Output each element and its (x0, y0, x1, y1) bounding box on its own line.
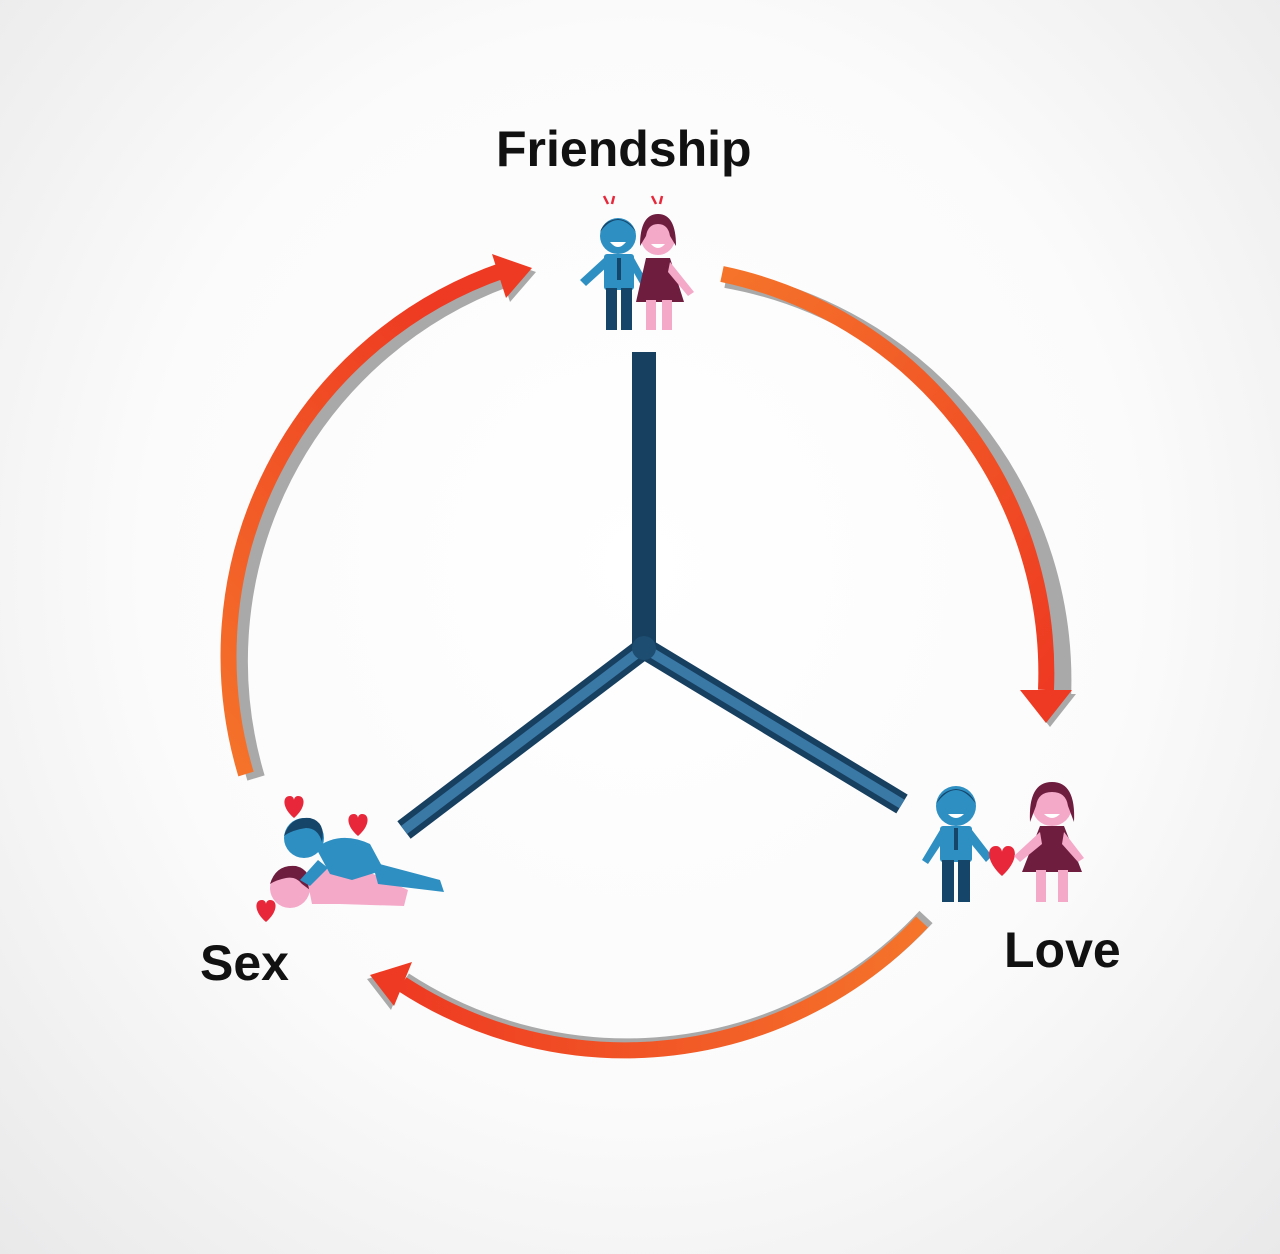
node-label-love: Love (1004, 922, 1121, 978)
arrow-love-to-sex (367, 910, 933, 1059)
center-spokes (397, 352, 908, 839)
couple-standing-together-icon (580, 195, 694, 330)
arrow-friendship-to-love (720, 266, 1076, 727)
node-label-sex: Sex (200, 935, 289, 991)
arrow-sex-to-friendship (220, 254, 536, 781)
node-label-friendship: Friendship (496, 121, 752, 177)
couple-embracing-icon (256, 796, 444, 922)
couple-holding-heart-icon (922, 782, 1084, 902)
